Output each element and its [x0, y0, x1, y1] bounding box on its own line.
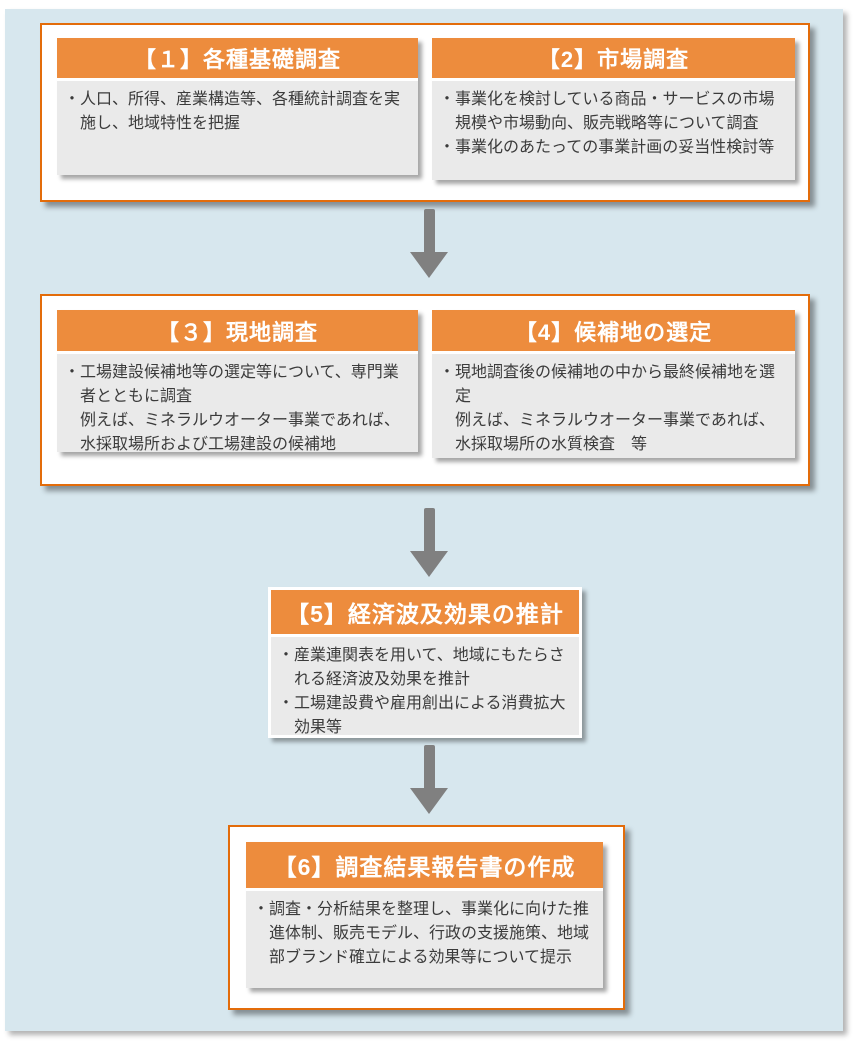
card-economic-effect: 【5】経済波及効果の推計 ・産業連関表を用いて、地域にもたらされる経済波及効果を… — [268, 587, 582, 738]
bullet-item: ・調査・分析結果を整理し、事業化に向けた推進体制、販売モデル、行政の支援施策、地… — [253, 901, 590, 966]
card-economic-effect-title: 【5】経済波及効果の推計 — [271, 590, 579, 634]
down-arrow-icon — [410, 508, 448, 577]
card-report-creation-body: ・調査・分析結果を整理し、事業化に向けた推進体制、販売モデル、行政の支援施策、地… — [246, 891, 603, 988]
card-market-research-body: ・事業化を検討している商品・サービスの市場規模や市場動向、販売戦略等について調査… — [432, 81, 795, 180]
card-basic-survey-body: ・人口、所得、産業構造等、各種統計調査を実施し、地域特性を把握 — [57, 81, 418, 175]
arrow-head — [410, 551, 448, 577]
card-report-creation: 【6】調査結果報告書の作成 ・調査・分析結果を整理し、事業化に向けた推進体制、販… — [246, 842, 603, 988]
card-market-research-title: 【2】市場調査 — [432, 38, 795, 78]
card-field-survey-body: ・工場建設候補地等の選定等について、専門業者とともに調査 例えば、ミネラルウオー… — [57, 354, 418, 452]
bullet-item: ・工場建設候補地等の選定等について、専門業者とともに調査 — [64, 364, 399, 405]
note-item: 例えば、ミネラルウオーター事業であれば、水採取場所および工場建設の候補地 — [80, 412, 400, 452]
card-field-survey: 【３】現地調査 ・工場建設候補地等の選定等について、専門業者とともに調査 例えば… — [57, 310, 418, 452]
arrow-stem — [423, 745, 435, 788]
arrow-head — [410, 252, 448, 278]
arrow-stem — [423, 209, 435, 252]
bullet-item: ・人口、所得、産業構造等、各種統計調査を実施し、地域特性を把握 — [64, 91, 401, 132]
card-basic-survey: 【１】各種基礎調査 ・人口、所得、産業構造等、各種統計調査を実施し、地域特性を把… — [57, 38, 418, 175]
down-arrow-icon — [410, 209, 448, 278]
stage-6-container: 【6】調査結果報告書の作成 ・調査・分析結果を整理し、事業化に向けた推進体制、販… — [228, 825, 625, 1010]
bullet-item: ・産業連関表を用いて、地域にもたらされる経済波及効果を推計 — [278, 647, 565, 688]
bullet-item: ・工場建設費や雇用創出による消費拡大効果等 — [278, 695, 566, 735]
card-basic-survey-title: 【１】各種基礎調査 — [57, 38, 418, 78]
note-item: 例えば、ミネラルウオーター事業であれば、水採取場所の水質検査 等 — [455, 412, 775, 453]
bullet-item: ・事業化のあたっての事業計画の妥当性検討等 — [439, 139, 775, 156]
card-market-research: 【2】市場調査 ・事業化を検討している商品・サービスの市場規模や市場動向、販売戦… — [432, 38, 795, 180]
stage-1-2-container: 【１】各種基礎調査 ・人口、所得、産業構造等、各種統計調査を実施し、地域特性を把… — [40, 23, 810, 202]
down-arrow-icon — [410, 745, 448, 814]
bullet-item: ・現地調査後の候補地の中から最終候補地を選定 — [439, 364, 776, 405]
card-site-selection-title: 【4】候補地の選定 — [432, 310, 795, 351]
card-site-selection-body: ・現地調査後の候補地の中から最終候補地を選定 例えば、ミネラルウオーター事業であ… — [432, 354, 795, 458]
card-economic-effect-body: ・産業連関表を用いて、地域にもたらされる経済波及効果を推計 ・工場建設費や雇用創… — [271, 637, 579, 735]
card-field-survey-title: 【３】現地調査 — [57, 310, 418, 351]
diagram-canvas: 【１】各種基礎調査 ・人口、所得、産業構造等、各種統計調査を実施し、地域特性を把… — [5, 9, 843, 1031]
card-report-creation-title: 【6】調査結果報告書の作成 — [246, 842, 603, 888]
arrow-head — [410, 788, 448, 814]
arrow-stem — [423, 508, 435, 551]
card-site-selection: 【4】候補地の選定 ・現地調査後の候補地の中から最終候補地を選定 例えば、ミネラ… — [432, 310, 795, 458]
stage-3-4-container: 【３】現地調査 ・工場建設候補地等の選定等について、専門業者とともに調査 例えば… — [40, 294, 810, 486]
bullet-item: ・事業化を検討している商品・サービスの市場規模や市場動向、販売戦略等について調査 — [439, 91, 775, 132]
